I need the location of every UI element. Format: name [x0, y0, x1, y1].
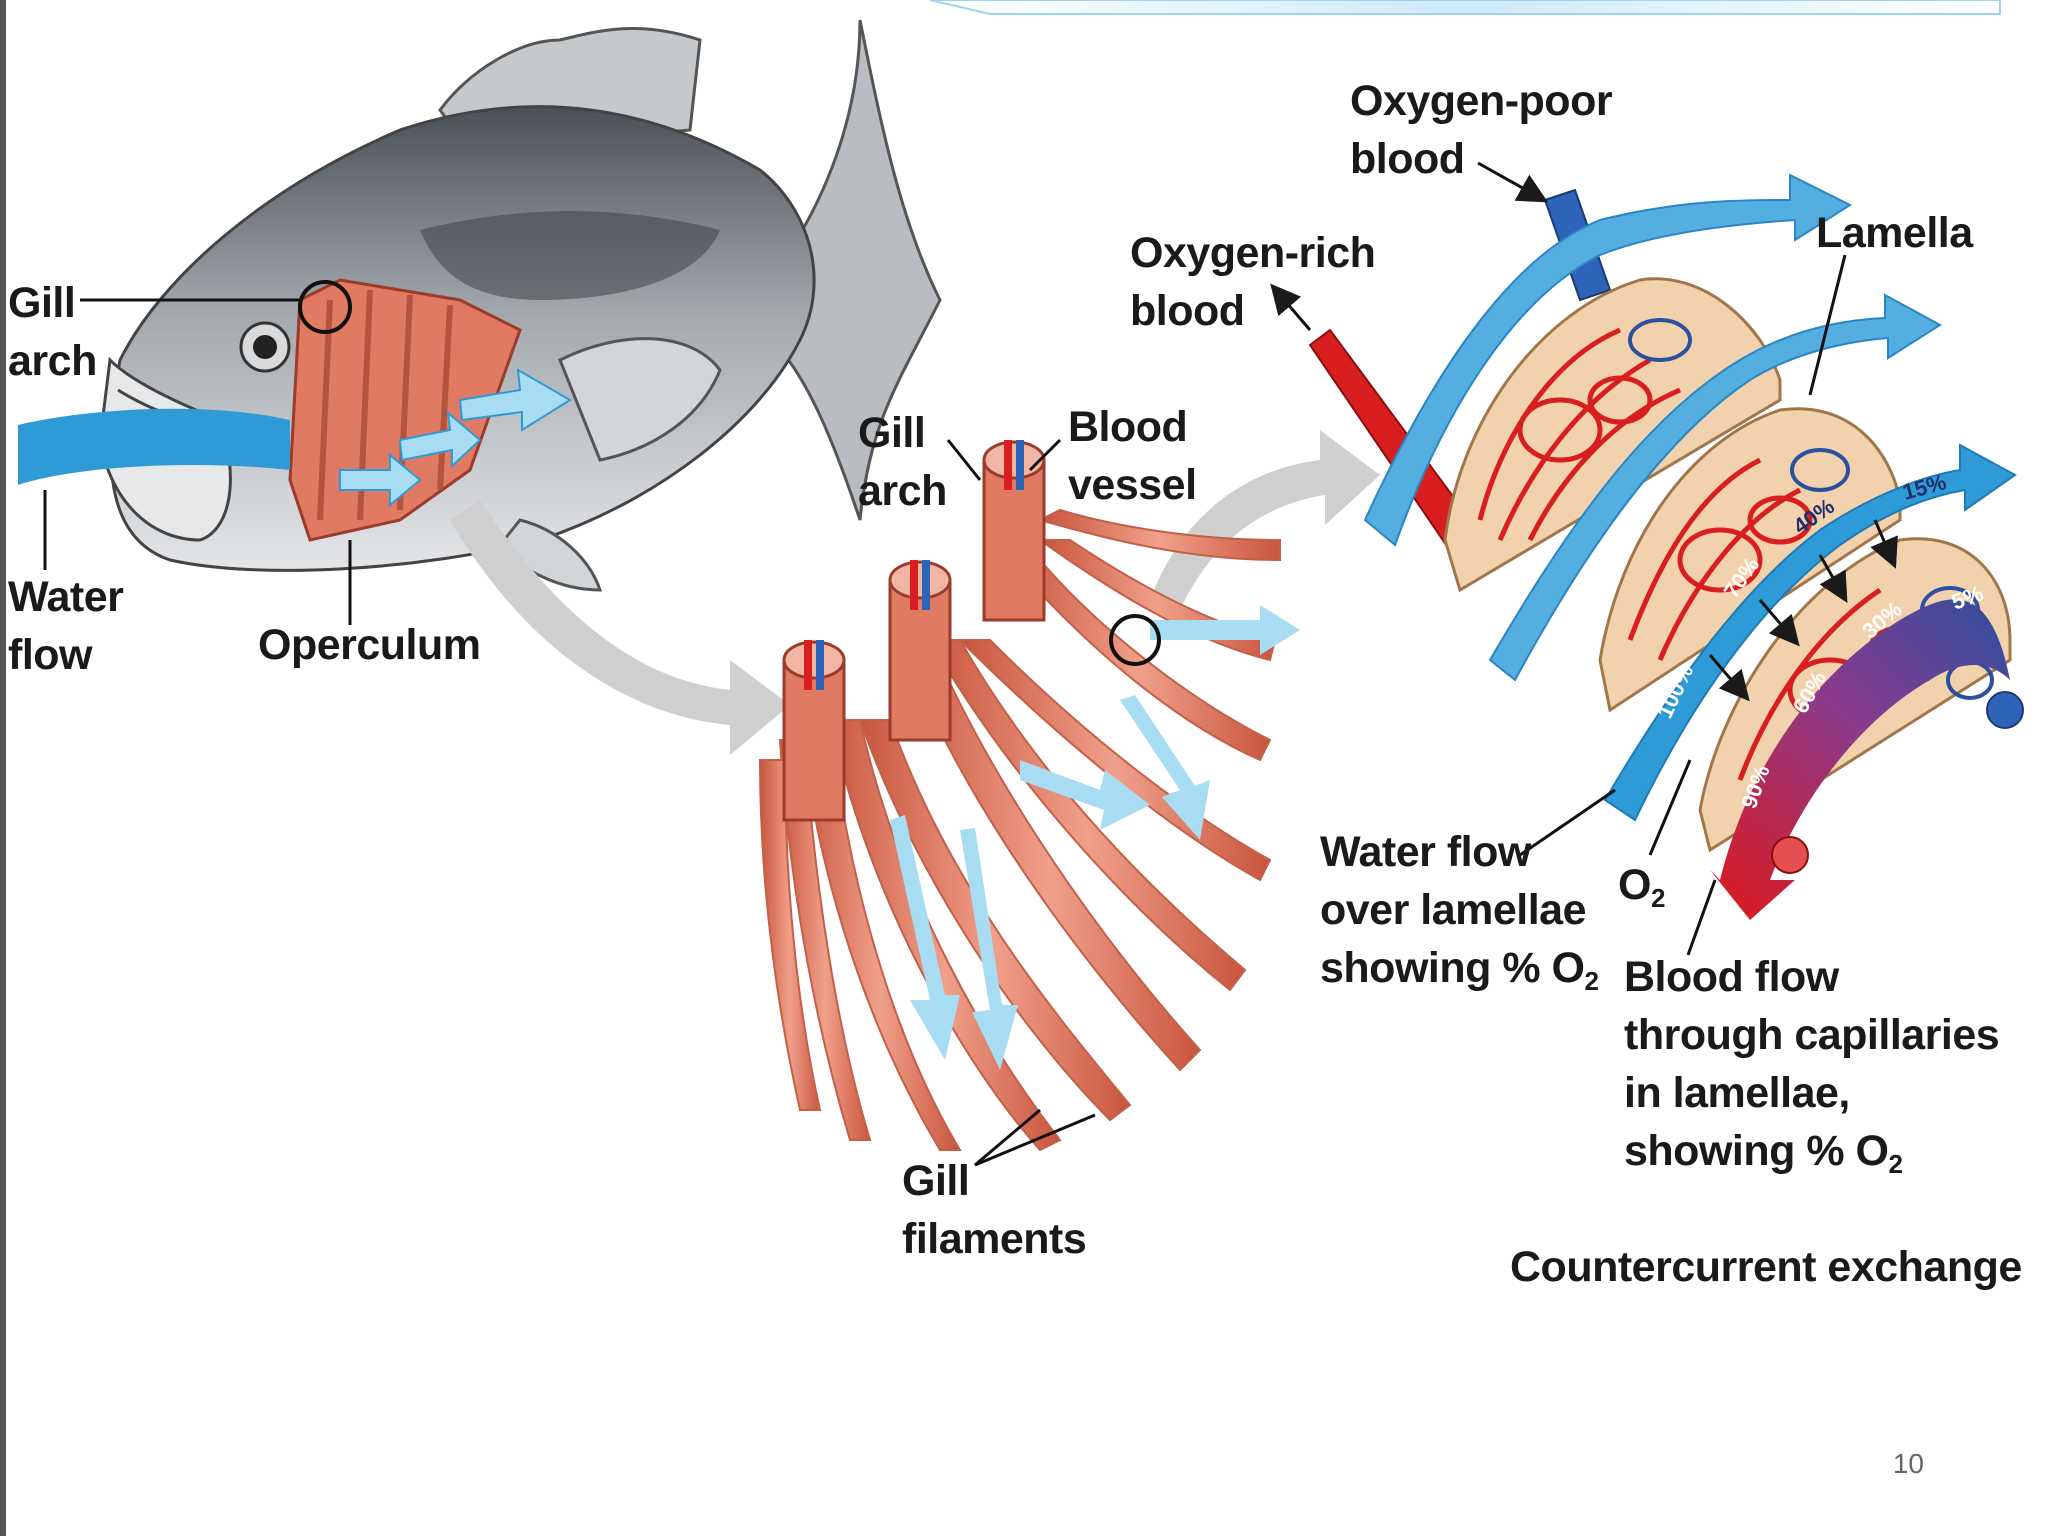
oxygen-rich-line-2: blood [1130, 287, 1245, 335]
water-percent-4: 15% [1900, 469, 1949, 505]
gill-filaments-leader-2 [974, 1113, 1096, 1167]
gill-arch-left-line-2: arch [8, 337, 97, 385]
water-over-lamellae-leader [1519, 788, 1616, 857]
water-over-lamellae-line-3: showing % O2 [1320, 939, 1599, 1010]
gill-arch-mid-line-1: Gill [858, 409, 926, 457]
o2-label: O2 [1618, 856, 1665, 927]
gray-arrow-fish-to-gill [450, 500, 790, 755]
oxygen-poor-blood-label: Oxygen-poor blood [1350, 72, 1613, 188]
o2-leader [1648, 759, 1692, 856]
blood-o2-subscript: 2 [1888, 1149, 1903, 1179]
oxygen-rich-leader [1270, 283, 1312, 331]
operculum-label: Operculum [258, 621, 481, 669]
gill-filaments-leader-1 [974, 1108, 1041, 1167]
oxygen-poor-line-2: blood [1350, 135, 1465, 183]
water-flow-label: Water flow [8, 568, 124, 684]
blood-flow-line-1: Blood flow [1624, 953, 1839, 1001]
gill-arch-mid-leader [946, 439, 982, 481]
oxygen-poor-line-1: Oxygen-poor [1350, 77, 1613, 125]
gill-arch-mid-line-2: arch [858, 467, 947, 515]
water-flow-line-2: flow [8, 631, 92, 679]
gill-arch-label-mid: Gill arch [858, 404, 947, 520]
fish-illustration [18, 19, 942, 592]
blood-vessel-leader [1028, 438, 1062, 472]
oxygen-poor-leader [1477, 161, 1549, 203]
water-over-lamellae-line-1: Water flow [1320, 828, 1531, 876]
oxygen-rich-line-1: Oxygen-rich [1130, 229, 1376, 277]
page-number: 10 [1892, 1448, 1924, 1479]
blood-vessel-line-2: vessel [1068, 461, 1197, 509]
water-over-lamellae-line-2: over lamellae [1320, 886, 1587, 934]
slide-header-bar [929, 0, 2001, 15]
lamella-leader [1808, 254, 1847, 396]
blood-flow-line-4: showing % O2 [1624, 1122, 1999, 1193]
blood-flow-line-2: through capillaries [1624, 1011, 2000, 1059]
blood-flow-line-3: in lamellae, [1624, 1069, 1850, 1117]
o2-label-text: O [1618, 861, 1651, 909]
blood-flow-line-4-text: showing % O [1624, 1127, 1889, 1175]
gill-filaments-line-2: filaments [902, 1215, 1087, 1263]
blood-vessel-label: Blood vessel [1068, 398, 1197, 514]
gill-arch-label-left: Gill arch [8, 274, 97, 390]
gill-filaments-label: Gill filaments [902, 1152, 1087, 1268]
water-o2-subscript: 2 [1584, 966, 1599, 996]
gill-filaments-line-1: Gill [902, 1157, 970, 1205]
blood-flow-leader [1686, 879, 1717, 956]
gray-arrow-gill-to-lamella [1150, 430, 1380, 610]
blood-flow-capillaries-label: Blood flow through capillaries in lamell… [1624, 948, 2000, 1193]
lamella-illustration: 100% 70% 40% 15% 90% 60% 30% 5% [1308, 173, 2024, 920]
oxygen-rich-blood-label: Oxygen-rich blood [1130, 224, 1376, 340]
countercurrent-exchange-label: Countercurrent exchange [1510, 1243, 2022, 1291]
gill-arch-left-line-1: Gill [8, 279, 76, 327]
water-flow-line-1: Water [8, 573, 124, 621]
o2-label-subscript: 2 [1650, 883, 1665, 913]
lamella-label: Lamella [1816, 209, 1973, 257]
slide-left-border [0, 0, 6, 1536]
gill-filaments-illustration [758, 440, 1300, 1152]
blood-vessel-line-1: Blood [1068, 403, 1188, 451]
water-over-lamellae-line-3-text: showing % O [1320, 944, 1585, 992]
water-flow-over-lamellae-label: Water flow over lamellae showing % O2 [1320, 823, 1599, 1010]
